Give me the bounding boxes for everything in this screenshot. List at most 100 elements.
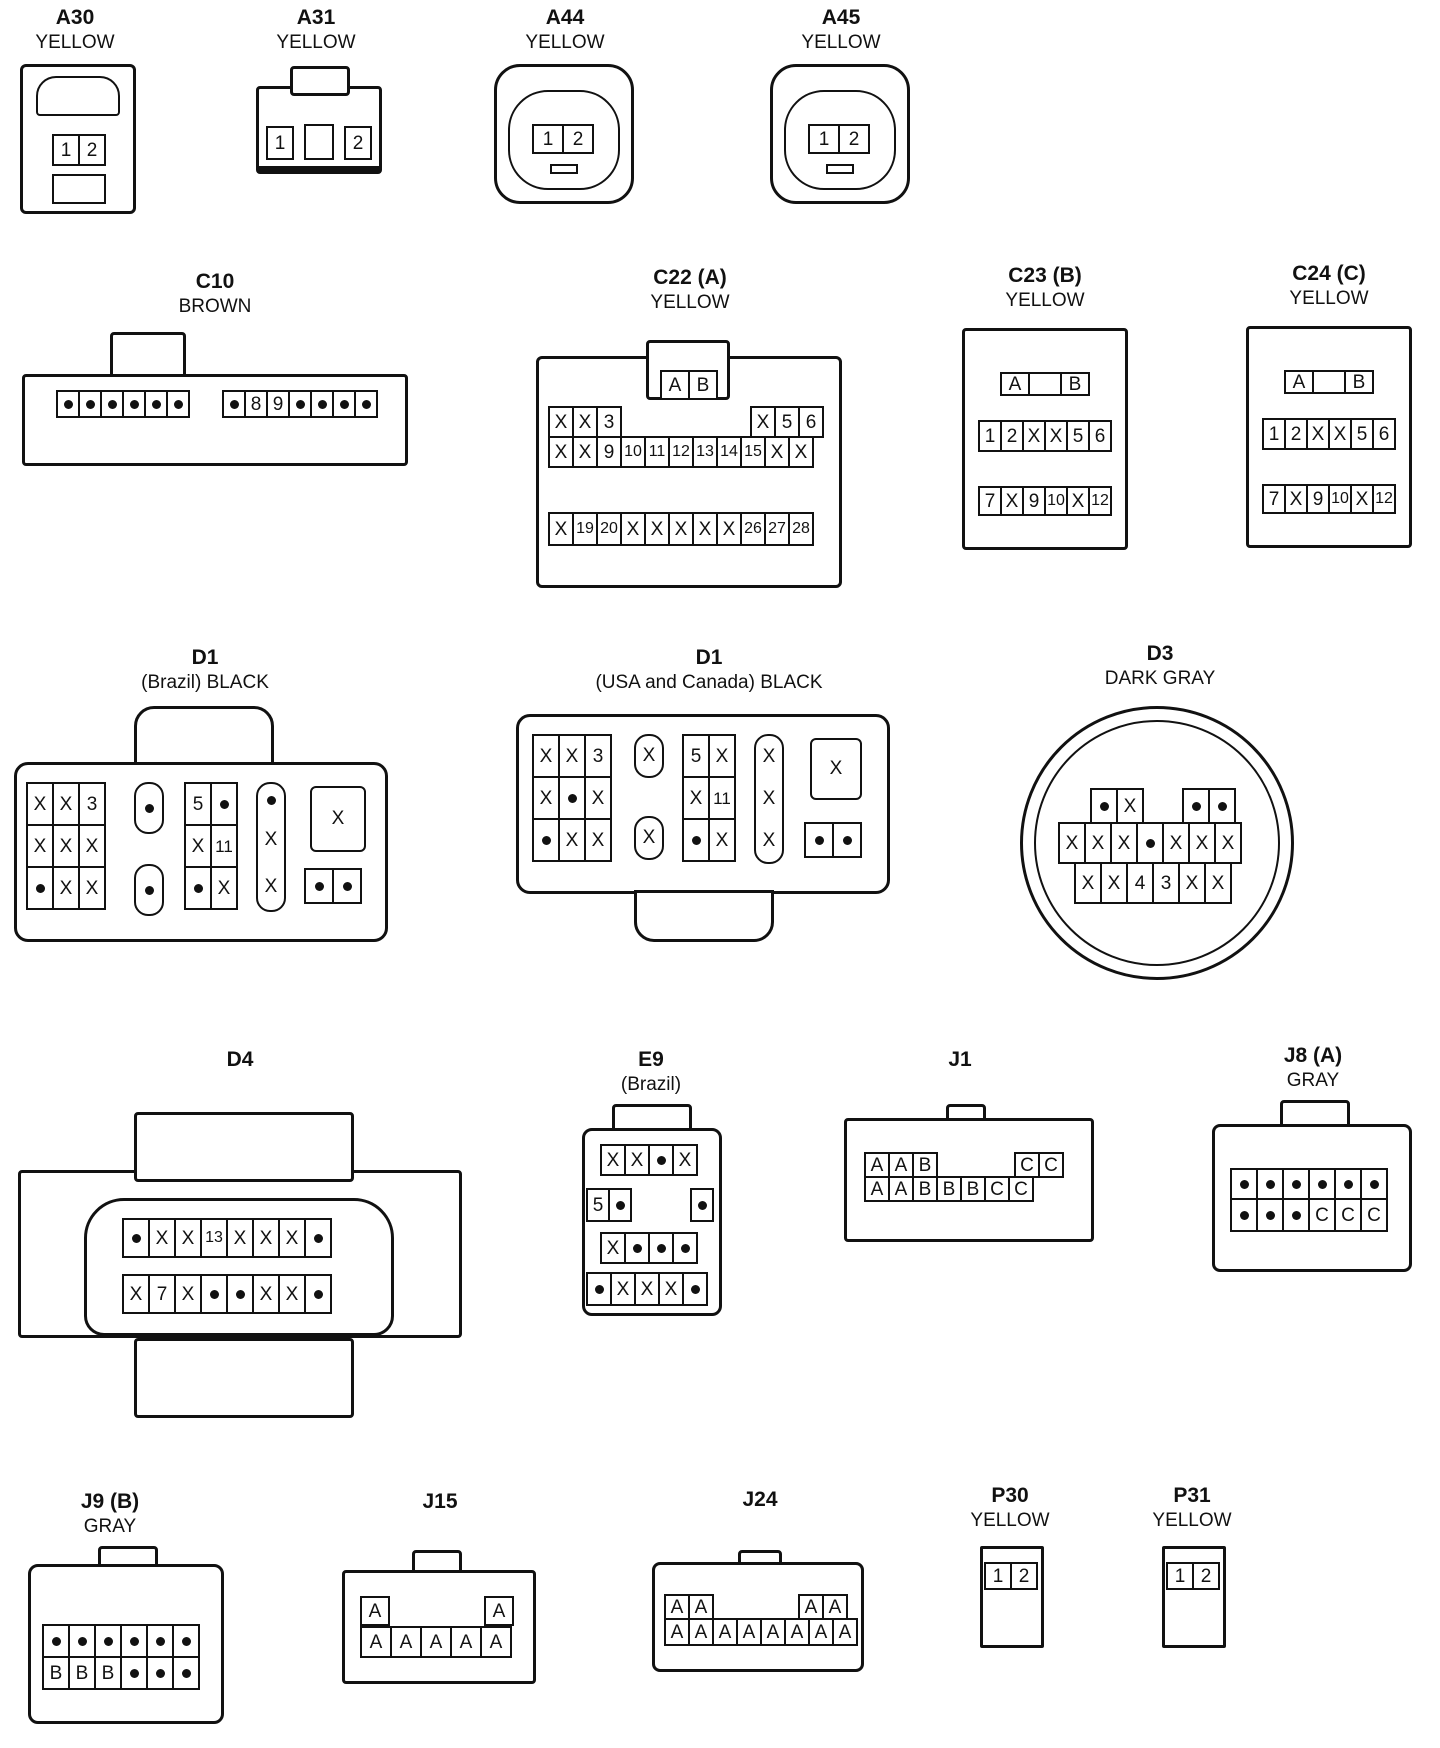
connector-title: J15 [422, 1490, 458, 1513]
pin: 20 [596, 512, 622, 546]
pin: 13 [200, 1218, 228, 1258]
connector-title: J24 [742, 1488, 778, 1511]
pin-row [1182, 788, 1236, 824]
pin-row: X X [532, 818, 612, 862]
pin: X [532, 776, 560, 820]
pin-cavity [134, 782, 164, 834]
connector-p30: P30 YELLOW 1 2 [960, 1484, 1060, 1654]
connector-bottom-latch [134, 1338, 354, 1418]
pin: 26 [740, 512, 766, 546]
connector-j8: J8 (A) GRAY C C C [1210, 1044, 1416, 1276]
pin: A [688, 1618, 714, 1646]
pin: 19 [572, 512, 598, 546]
pin-row: A A B B B C C [864, 1176, 1034, 1202]
connector-color: DARK GRAY [1104, 668, 1216, 689]
pin: 5 [1066, 420, 1090, 452]
connector-title: D1 [695, 646, 723, 669]
pin [26, 866, 54, 910]
pin: 1 [984, 1562, 1012, 1590]
pin: 1 [266, 126, 294, 160]
pin: 2 [1010, 1562, 1038, 1590]
pin: 15 [740, 436, 766, 468]
pin-row: 5 [586, 1188, 632, 1222]
pin: 1 [808, 124, 840, 154]
pin: 1 [978, 420, 1002, 452]
pin: B [912, 1152, 938, 1178]
connector-j1: J1 A A B C C A A B B B C C [840, 1048, 1100, 1248]
pin: 8 [244, 390, 268, 418]
pin-row: X X X [600, 1144, 698, 1176]
key-row: A B [1284, 370, 1374, 394]
pin: X [1058, 822, 1086, 864]
pin: X [122, 1274, 150, 1314]
connector-title: D1 [191, 646, 219, 669]
pin-row: X X X [586, 1272, 708, 1306]
pin [586, 1272, 612, 1306]
connector-color: YELLOW [801, 32, 881, 53]
pin: C [1360, 1198, 1388, 1232]
pin [42, 1624, 70, 1658]
pin: C [1008, 1176, 1034, 1202]
pin [304, 868, 334, 904]
pin: 9 [1306, 484, 1330, 514]
pin: X [1188, 822, 1216, 864]
pin [56, 390, 80, 418]
pin-row: X X 4 3 X X [1074, 862, 1232, 904]
pin: 2 [1284, 418, 1308, 450]
connector-title: J8 (A) [1283, 1044, 1343, 1067]
pin: 7 [978, 486, 1002, 516]
pin: C [1334, 1198, 1362, 1232]
pin [100, 390, 124, 418]
pin: C [984, 1176, 1010, 1202]
connector-color: YELLOW [650, 292, 730, 313]
pin [1256, 1168, 1284, 1200]
pin: 27 [764, 512, 790, 546]
pin: 9 [1022, 486, 1046, 516]
connector-title: C22 (A) [653, 266, 727, 289]
connector-color: GRAY [1286, 1070, 1340, 1091]
pin: X [788, 436, 814, 468]
pin: A [390, 1626, 422, 1658]
pin: X [52, 824, 80, 868]
pin-row: 1 2 [808, 124, 870, 154]
pin: X [658, 1272, 684, 1306]
key-row: A B [660, 370, 718, 400]
pin: X [548, 512, 574, 546]
connector-lock [110, 332, 186, 378]
pin-row: X X X [26, 824, 106, 868]
pin: X [708, 818, 736, 862]
pin: 7 [148, 1274, 176, 1314]
pin: 5 [586, 1188, 610, 1222]
pin: A [760, 1618, 786, 1646]
pin [558, 776, 586, 820]
pin: X [1162, 822, 1190, 864]
pin: X [584, 818, 612, 862]
connector-housing [1020, 706, 1294, 980]
connector-color: GRAY [83, 1516, 137, 1537]
pin-row: 7 X 9 10 X 12 [1262, 484, 1396, 514]
connector-d1-usa-canada: D1 (USA and Canada) BLACK X X 3 X X X X … [514, 646, 904, 946]
pin: 6 [1372, 418, 1396, 450]
key [550, 164, 578, 174]
pin-row: X X 9 10 11 12 13 14 15 X X [548, 436, 814, 468]
pin: 3 [596, 406, 622, 438]
pin-row: X X [532, 776, 612, 820]
pin: 10 [1328, 484, 1352, 514]
pin [144, 390, 168, 418]
pin-row: X X 3 [26, 782, 106, 826]
pin [1256, 1198, 1284, 1232]
pin: X [634, 1272, 660, 1306]
pin-row: A A A A A A A A [664, 1618, 858, 1646]
key-gap [1028, 372, 1062, 396]
pin [172, 1624, 200, 1658]
pin: X [252, 1218, 280, 1258]
pin: 3 [584, 734, 612, 778]
pin: X [762, 788, 776, 809]
pin: C [1014, 1152, 1040, 1178]
pin-row [304, 868, 362, 904]
pin-row [804, 822, 862, 858]
pin [624, 1232, 650, 1264]
pin: X [52, 782, 80, 826]
pin-row: A A [664, 1594, 714, 1620]
latch [52, 174, 106, 204]
